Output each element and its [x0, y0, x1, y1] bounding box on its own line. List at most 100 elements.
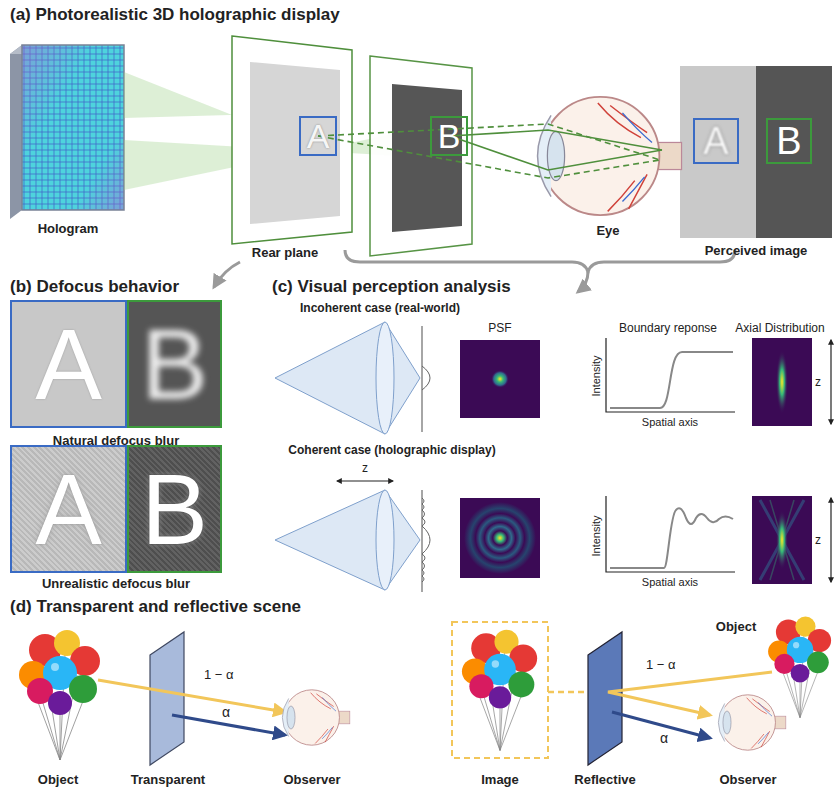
text-label: z	[815, 534, 821, 547]
coherent-optics	[376, 490, 394, 590]
perceived-image-panel	[680, 66, 756, 238]
text-label: Unrealistic defocus blur	[42, 577, 190, 591]
panel-title: (a) Photorealistic 3D holographic displa…	[10, 6, 340, 25]
hologram	[10, 45, 22, 219]
text-label: Boundary reponse	[619, 322, 717, 335]
front-plane	[392, 84, 462, 232]
coherent-optics	[275, 490, 420, 590]
coherent-optics	[752, 496, 812, 584]
letter: B	[776, 122, 801, 160]
incoherent-optics	[606, 338, 735, 412]
light-rays	[450, 136, 662, 170]
text-label: Reflective	[574, 773, 635, 787]
coherent-optics	[337, 480, 393, 481]
text-label: α	[222, 705, 230, 720]
hologram	[22, 45, 124, 210]
coherent-optics	[275, 481, 831, 592]
text-label: Observer	[283, 773, 340, 787]
text-label: Object	[716, 620, 756, 634]
letter: B	[438, 119, 461, 153]
incoherent-optics	[422, 366, 430, 390]
defocus-image: A	[10, 300, 127, 428]
defocus-image: B	[127, 300, 222, 428]
light-rays	[318, 124, 662, 178]
incoherent-optics	[752, 338, 812, 426]
letter: B	[141, 314, 208, 414]
hologram	[22, 45, 124, 210]
hologram	[22, 45, 124, 210]
coherent-optics	[606, 496, 735, 572]
incoherent-optics	[421, 326, 423, 432]
text-label: Image	[481, 773, 519, 787]
front-plane	[370, 56, 472, 256]
letter: A	[307, 119, 330, 153]
text-label: z	[815, 376, 821, 389]
panel-title: (b) Defocus behavior	[10, 278, 179, 297]
reflective-scene	[768, 616, 831, 717]
light-rays	[318, 124, 660, 160]
letter: B	[141, 459, 208, 559]
text-label: α	[660, 731, 668, 746]
text-label: Natural defocus blur	[53, 434, 179, 448]
rear-plane	[232, 36, 352, 244]
incoherent-optics	[830, 340, 831, 424]
perceived-letter-box: B	[766, 118, 812, 164]
incoherent-optics	[776, 350, 788, 414]
rear-plane	[250, 62, 340, 224]
text-label: Observer	[719, 773, 776, 787]
coherent-optics	[460, 498, 540, 578]
rear-plane	[232, 36, 352, 244]
letter-box: A	[299, 116, 337, 156]
incoherent-optics	[491, 370, 509, 388]
coherent-optics	[464, 502, 536, 574]
transparent-scene	[98, 680, 285, 712]
transparent-scene	[150, 632, 184, 765]
perceived-image-panel	[756, 66, 832, 238]
text-label: z	[362, 462, 368, 475]
coherent-optics	[610, 508, 733, 568]
transparent-scene	[282, 690, 350, 745]
incoherent-optics	[610, 352, 733, 408]
incoherent-optics	[275, 322, 831, 434]
brace-arrows	[578, 272, 588, 292]
letter: A	[35, 459, 102, 559]
text-label: Rear plane	[252, 246, 318, 260]
text-label: 1 − α	[646, 658, 676, 672]
transparent-scene	[19, 630, 100, 760]
text-label: 1 − α	[204, 668, 234, 682]
text-label: Object	[38, 773, 78, 787]
panel-title: (c) Visual perception analysis	[272, 278, 511, 297]
perceived-image-panel	[680, 66, 832, 238]
reflective-scene	[588, 632, 622, 765]
letter: A	[35, 314, 102, 414]
incoherent-optics	[460, 340, 540, 418]
defocus-image: B	[127, 445, 222, 573]
reflective-scene	[718, 695, 786, 750]
front-plane	[370, 56, 472, 256]
reflective-scene	[462, 630, 537, 751]
reflective-scene	[452, 616, 831, 765]
perceived-letter-box: A	[693, 118, 739, 164]
coherent-optics	[422, 498, 430, 582]
reflective-scene	[452, 622, 548, 758]
text-label: Intensity	[590, 516, 602, 557]
text-label: Hologram	[38, 222, 99, 236]
text-label: PSF	[488, 322, 511, 335]
text-label: Intensity	[590, 356, 602, 397]
text-label: Incoherent case (real-world)	[300, 302, 460, 315]
incoherent-optics	[376, 322, 394, 434]
text-label: Eye	[596, 224, 619, 238]
light-rays	[318, 136, 660, 178]
letter: A	[703, 122, 728, 160]
text-label: Coherent case (holographic display)	[288, 444, 495, 457]
text-label: Spatial axis	[642, 416, 698, 428]
incoherent-optics	[275, 322, 420, 434]
coherent-optics	[760, 500, 804, 580]
text-label: Perceived image	[705, 244, 808, 258]
panel-title: (d) Transparent and reflective scene	[10, 598, 301, 617]
coherent-optics	[770, 500, 794, 580]
defocus-image: A	[10, 445, 127, 573]
coherent-optics	[776, 510, 788, 570]
text-label: Transparent	[131, 773, 205, 787]
